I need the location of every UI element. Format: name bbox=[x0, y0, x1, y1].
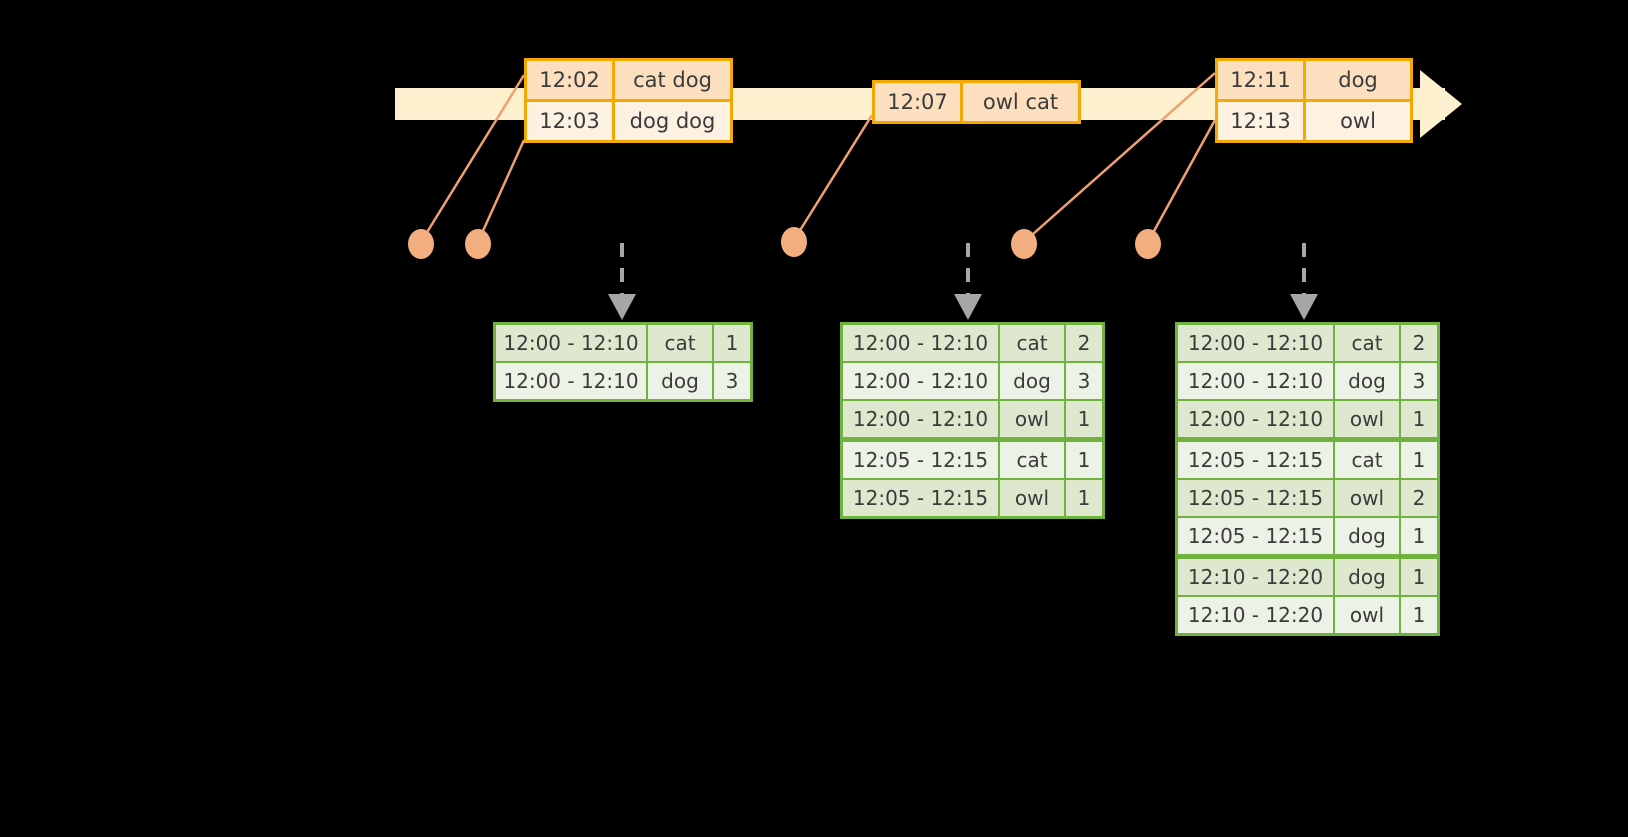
cell-word: dog bbox=[1335, 518, 1399, 554]
event-row[interactable]: 12:07 owl cat bbox=[875, 83, 1078, 121]
cell-word: cat bbox=[1335, 325, 1399, 361]
cell-window: 12:00 - 12:10 bbox=[1178, 363, 1333, 399]
cell-count: 2 bbox=[1401, 480, 1437, 516]
cell-window: 12:00 - 12:10 bbox=[1178, 325, 1333, 361]
cell-window: 12:10 - 12:20 bbox=[1178, 597, 1333, 633]
cell-word: cat bbox=[1000, 442, 1064, 478]
event-time: 12:03 bbox=[527, 102, 615, 140]
cell-window: 12:00 - 12:10 bbox=[496, 325, 646, 361]
cell-window: 12:00 - 12:10 bbox=[843, 325, 998, 361]
cell-count: 1 bbox=[1401, 597, 1437, 633]
event-row[interactable]: 12:13 owl bbox=[1218, 99, 1410, 140]
cell-word: owl bbox=[1335, 401, 1399, 437]
cell-count: 1 bbox=[1401, 559, 1437, 595]
cell-count: 2 bbox=[1066, 325, 1102, 361]
cell-word: owl bbox=[1335, 597, 1399, 633]
event-dot-12-11 bbox=[1011, 229, 1037, 259]
event-words: owl bbox=[1340, 109, 1376, 133]
event-dot-12-07 bbox=[781, 227, 807, 257]
event-time: 12:02 bbox=[527, 61, 615, 99]
event-dots bbox=[408, 227, 1161, 259]
event-row[interactable]: 12:03 dog dog bbox=[527, 99, 730, 140]
cell-word: cat bbox=[648, 325, 712, 361]
cell-window: 12:00 - 12:10 bbox=[1178, 401, 1333, 437]
cell-word: dog bbox=[1335, 559, 1399, 595]
event-words: dog dog bbox=[629, 109, 716, 133]
cell-count: 1 bbox=[1066, 401, 1102, 437]
cell-window: 12:05 - 12:15 bbox=[1178, 442, 1333, 478]
cell-window: 12:00 - 12:10 bbox=[843, 401, 998, 437]
event-time: 12:07 bbox=[875, 83, 963, 121]
event-group-3[interactable]: 12:11 dog 12:13 owl bbox=[1215, 58, 1413, 143]
cell-window: 12:05 - 12:15 bbox=[1178, 480, 1333, 516]
event-words: cat dog bbox=[633, 68, 712, 92]
event-time: 12:11 bbox=[1218, 61, 1306, 99]
cell-word: cat bbox=[1335, 442, 1399, 478]
cell-count: 3 bbox=[1401, 363, 1437, 399]
cell-word: dog bbox=[1335, 363, 1399, 399]
cell-count: 1 bbox=[1401, 518, 1437, 554]
cell-word: dog bbox=[648, 363, 712, 399]
cell-word: owl bbox=[1000, 401, 1064, 437]
emit-arrows bbox=[620, 243, 1306, 300]
event-group-2[interactable]: 12:07 owl cat bbox=[872, 80, 1081, 124]
event-words: dog bbox=[1338, 68, 1378, 92]
cell-word: dog bbox=[1000, 363, 1064, 399]
event-time: 12:13 bbox=[1218, 102, 1306, 140]
event-words: owl cat bbox=[982, 90, 1059, 114]
cell-count: 2 bbox=[1401, 325, 1437, 361]
cell-word: owl bbox=[1000, 480, 1064, 516]
cell-window: 12:05 - 12:15 bbox=[843, 442, 998, 478]
cell-count: 1 bbox=[1066, 480, 1102, 516]
cell-word: owl bbox=[1335, 480, 1399, 516]
cell-count: 1 bbox=[1401, 401, 1437, 437]
cell-count: 1 bbox=[1401, 442, 1437, 478]
event-row[interactable]: 12:11 dog bbox=[1218, 61, 1410, 99]
cell-window: 12:00 - 12:10 bbox=[843, 363, 998, 399]
cell-count: 3 bbox=[1066, 363, 1102, 399]
event-group-1[interactable]: 12:02 cat dog 12:03 dog dog bbox=[524, 58, 733, 143]
cell-word: cat bbox=[1000, 325, 1064, 361]
cell-count: 1 bbox=[1066, 442, 1102, 478]
emit-arrowheads bbox=[608, 294, 1318, 320]
cell-window: 12:05 - 12:15 bbox=[1178, 518, 1333, 554]
cell-count: 3 bbox=[714, 363, 750, 399]
cell-window: 12:05 - 12:15 bbox=[843, 480, 998, 516]
event-dot-12-03 bbox=[465, 229, 491, 259]
cell-count: 1 bbox=[714, 325, 750, 361]
event-row[interactable]: 12:02 cat dog bbox=[527, 61, 730, 99]
event-dot-12-13 bbox=[1135, 229, 1161, 259]
cell-window: 12:10 - 12:20 bbox=[1178, 559, 1333, 595]
cell-window: 12:00 - 12:10 bbox=[496, 363, 646, 399]
event-dot-12-02 bbox=[408, 229, 434, 259]
